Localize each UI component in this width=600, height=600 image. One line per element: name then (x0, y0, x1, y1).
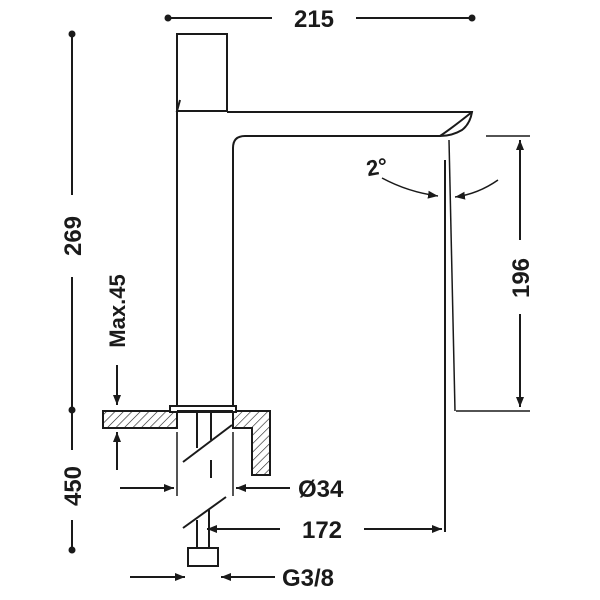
lever-handle (176, 33, 228, 112)
left-height-dimension: 269 450 (60, 30, 87, 554)
break-line-upper (182, 424, 233, 463)
angle-label: 2° (364, 153, 389, 181)
height-450-label: 450 (60, 466, 87, 506)
max-deck-dimension: Max.45 (105, 274, 130, 470)
spout-height-label: 196 (508, 258, 535, 298)
deck-right-hatch (232, 410, 271, 476)
spout-tip (439, 111, 473, 137)
angle-arc-left (381, 177, 439, 199)
reach-label: 172 (302, 517, 342, 544)
break-line-lower (182, 496, 227, 529)
flow-angle-line (448, 139, 456, 412)
deck-left-hatch (102, 410, 178, 429)
connection-label: G3/8 (282, 565, 334, 592)
dimension-dot (468, 14, 476, 22)
faucet-body (175, 33, 474, 407)
body-outline (176, 111, 474, 407)
dimension-dot (68, 546, 76, 554)
lever-base (175, 99, 227, 112)
connection-dimension: G3/8 (130, 565, 334, 592)
spout-height-dimension: 196 (456, 135, 535, 412)
water-flow-angle: 2° (364, 139, 499, 532)
top-width-label: 215 (294, 6, 334, 33)
max-deck-label: Max.45 (105, 274, 130, 347)
top-width-dimension: 215 (164, 6, 476, 33)
connection-nut (187, 547, 219, 567)
supply-shank (182, 412, 233, 567)
deck-section (102, 405, 271, 476)
reach-dimension: 172 (207, 517, 442, 544)
hole-diameter-dimension: Ø34 (120, 432, 344, 503)
angle-arc-right (454, 179, 499, 200)
hole-diameter-label: Ø34 (298, 476, 344, 503)
height-269-label: 269 (60, 216, 87, 256)
